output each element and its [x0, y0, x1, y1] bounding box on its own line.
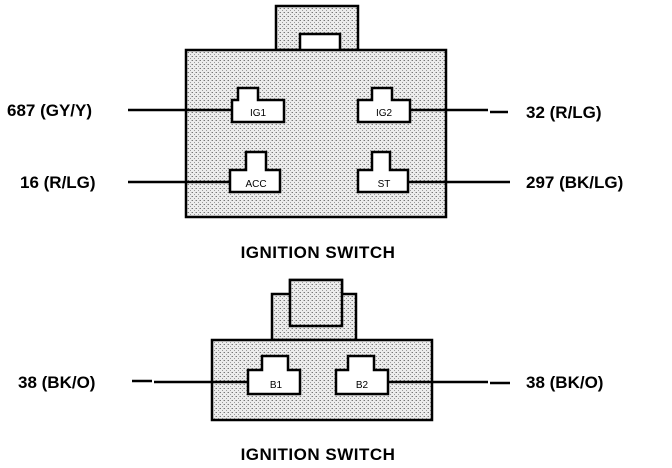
top-pin-ig1: IG1 687 (GY/Y) [7, 86, 286, 124]
wire-label-687: 687 (GY/Y) [7, 101, 92, 120]
wire-label-297: 297 (BK/LG) [526, 173, 623, 192]
wire-label-32: 32 (R/LG) [526, 103, 602, 122]
pin-label-ig2: IG2 [376, 108, 393, 119]
top-connector-tab [274, 4, 360, 52]
top-connector: IG1 687 (GY/Y) IG2 32 (R/LG) ACC 16 (R/L… [7, 4, 623, 262]
bottom-connector: B1 38 (BK/O) B2 38 (BK/O) IGNITION SWITC… [18, 278, 603, 464]
top-connector-caption: IGNITION SWITCH [241, 243, 396, 262]
top-pin-st: ST 297 (BK/LG) [356, 150, 623, 194]
pin-label-acc: ACC [245, 179, 266, 190]
top-pin-ig2: IG2 32 (R/LG) [356, 86, 602, 124]
pin-label-b1: B1 [270, 380, 283, 391]
bottom-pin-b2: B2 38 (BK/O) [334, 354, 603, 396]
wire-label-16: 16 (R/LG) [20, 173, 96, 192]
top-pin-acc: ACC 16 (R/LG) [20, 150, 282, 194]
bottom-pin-b1: B1 38 (BK/O) [18, 354, 302, 396]
pin-label-b2: B2 [356, 380, 369, 391]
wire-label-38-right: 38 (BK/O) [526, 373, 603, 392]
pin-label-st: ST [378, 179, 391, 190]
bottom-connector-tab-inner [288, 278, 344, 328]
bottom-connector-body [210, 338, 434, 422]
wire-label-38-left: 38 (BK/O) [18, 373, 95, 392]
bottom-connector-caption: IGNITION SWITCH [241, 445, 396, 464]
pin-label-ig1: IG1 [250, 108, 267, 119]
